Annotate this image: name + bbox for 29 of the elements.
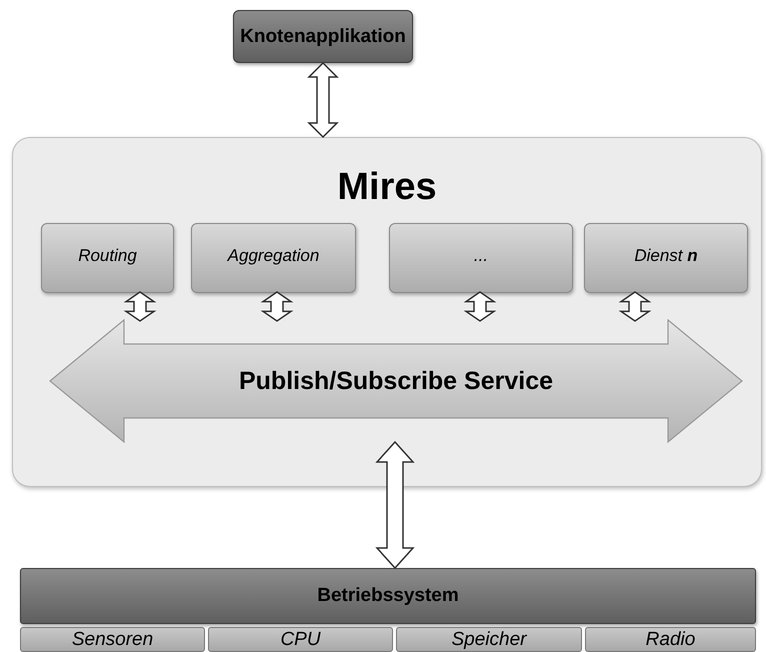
service-box <box>389 223 573 293</box>
box-label: Sensoren <box>72 628 154 650</box>
os-bar <box>20 568 756 624</box>
hardware-cell <box>585 627 756 652</box>
double-arrow <box>260 291 294 322</box>
double-arrow <box>375 440 415 570</box>
hardware-cell <box>396 627 582 652</box>
box-label: ... <box>474 246 488 266</box>
hardware-cell <box>20 627 205 652</box>
box-label: Betriebssystem <box>317 585 459 607</box>
service-box <box>584 223 748 293</box>
box-label: Dienst n <box>634 246 698 266</box>
hardware-cell <box>208 627 393 652</box>
container-panel <box>12 137 762 487</box>
app-box <box>233 10 413 63</box>
panel-title: Mires <box>337 166 437 209</box>
double-arrow <box>464 291 496 322</box>
double-arrow <box>618 291 652 322</box>
box-label: Aggregation <box>228 246 320 266</box>
box-label: CPU <box>280 628 321 650</box>
box-label: Routing <box>78 246 137 266</box>
box-label: Publish/Subscribe Service <box>238 366 553 396</box>
double-arrow <box>307 62 339 138</box>
box-label: Knotenapplikation <box>240 26 406 48</box>
service-box <box>41 223 174 293</box>
double-arrow <box>124 291 156 322</box>
box-label: Speicher <box>452 628 526 650</box>
service-box <box>191 223 356 293</box>
box-label: Radio <box>646 628 696 650</box>
